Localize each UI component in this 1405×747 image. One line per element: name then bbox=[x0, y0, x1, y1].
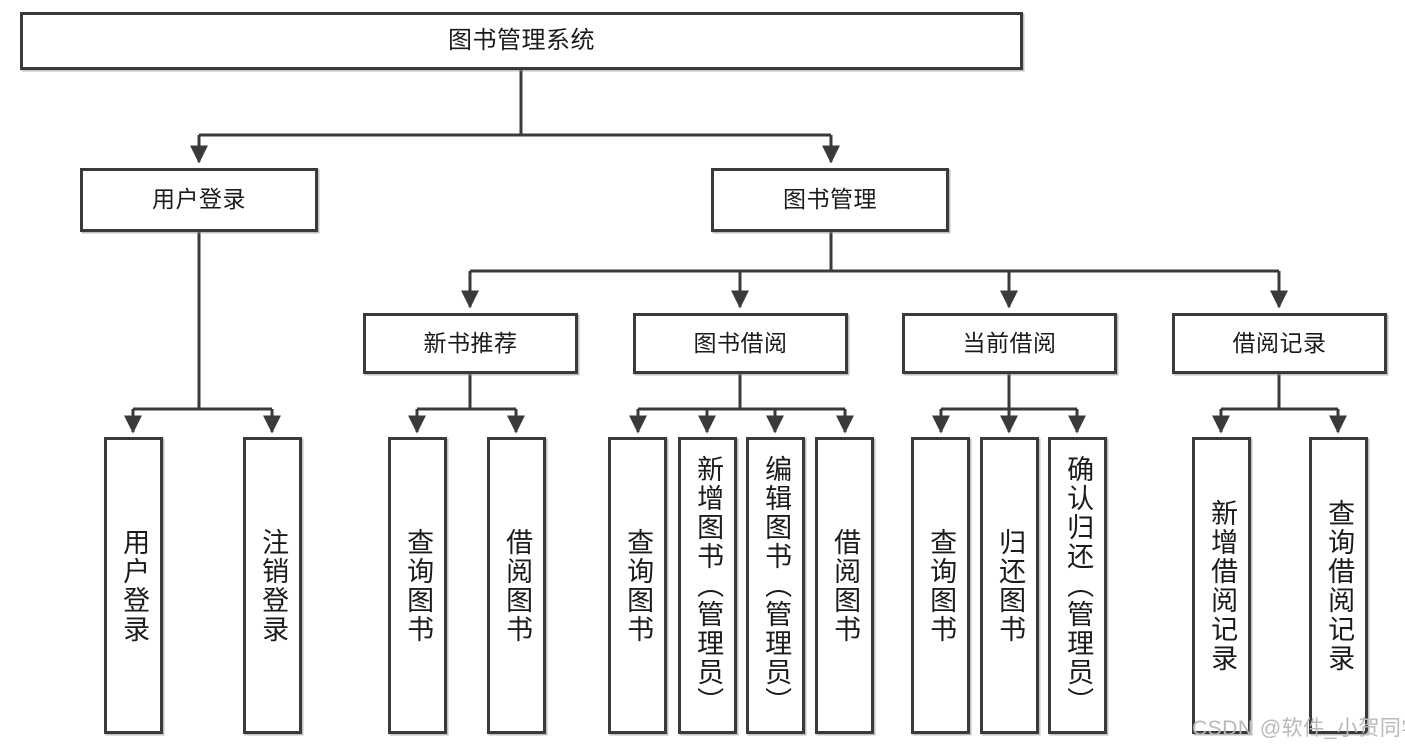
node-leaf-edit-book[interactable]: 编辑图书（管理员） bbox=[746, 437, 805, 734]
node-book-borrow[interactable]: 图书借阅 bbox=[633, 313, 848, 374]
node-leaf-user-login-label: 用户登录 bbox=[119, 527, 150, 644]
node-root[interactable]: 图书管理系统 bbox=[20, 12, 1023, 70]
node-leaf-query-record[interactable]: 查询借阅记录 bbox=[1309, 437, 1368, 734]
node-current-borrow[interactable]: 当前借阅 bbox=[902, 313, 1117, 374]
node-leaf-query-book-3[interactable]: 查询图书 bbox=[911, 437, 970, 734]
node-root-label: 图书管理系统 bbox=[448, 26, 595, 54]
node-leaf-query-book-1[interactable]: 查询图书 bbox=[388, 437, 447, 734]
node-leaf-confirm-return[interactable]: 确认归还（管理员） bbox=[1048, 437, 1107, 734]
node-leaf-add-book-label: 新增图书（管理员） bbox=[693, 455, 724, 716]
node-leaf-borrow-book-1-label: 借阅图书 bbox=[502, 527, 533, 644]
node-leaf-edit-book-label: 编辑图书（管理员） bbox=[761, 455, 792, 716]
node-leaf-return-book-label: 归还图书 bbox=[995, 527, 1026, 644]
node-leaf-query-book-1-label: 查询图书 bbox=[403, 527, 434, 644]
node-leaf-return-book[interactable]: 归还图书 bbox=[980, 437, 1039, 734]
node-leaf-add-record[interactable]: 新增借阅记录 bbox=[1192, 437, 1251, 734]
node-leaf-query-book-2[interactable]: 查询图书 bbox=[608, 437, 667, 734]
node-book-manage-label: 图书管理 bbox=[783, 186, 877, 213]
node-leaf-logout-label: 注销登录 bbox=[258, 527, 289, 644]
node-new-book-rec-label: 新书推荐 bbox=[423, 329, 518, 356]
node-user-login[interactable]: 用户登录 bbox=[80, 168, 318, 232]
node-leaf-borrow-book-1[interactable]: 借阅图书 bbox=[487, 437, 546, 734]
node-leaf-query-book-2-label: 查询图书 bbox=[623, 527, 654, 644]
node-leaf-borrow-book-2-label: 借阅图书 bbox=[830, 527, 861, 644]
node-new-book-rec[interactable]: 新书推荐 bbox=[363, 313, 578, 374]
node-book-borrow-label: 图书借阅 bbox=[693, 329, 788, 356]
node-borrow-record-label: 借阅记录 bbox=[1232, 329, 1327, 356]
node-leaf-logout[interactable]: 注销登录 bbox=[243, 437, 302, 734]
node-current-borrow-label: 当前借阅 bbox=[962, 329, 1057, 356]
node-book-manage[interactable]: 图书管理 bbox=[711, 168, 949, 232]
node-user-login-label: 用户登录 bbox=[152, 186, 246, 213]
node-borrow-record[interactable]: 借阅记录 bbox=[1172, 313, 1387, 374]
node-leaf-add-record-label: 新增借阅记录 bbox=[1207, 498, 1238, 673]
node-leaf-add-book[interactable]: 新增图书（管理员） bbox=[678, 437, 737, 734]
node-leaf-query-record-label: 查询借阅记录 bbox=[1324, 498, 1355, 673]
node-leaf-user-login[interactable]: 用户登录 bbox=[104, 437, 163, 734]
node-leaf-confirm-return-label: 确认归还（管理员） bbox=[1063, 455, 1094, 716]
node-leaf-borrow-book-2[interactable]: 借阅图书 bbox=[815, 437, 874, 734]
node-leaf-query-book-3-label: 查询图书 bbox=[926, 527, 957, 644]
